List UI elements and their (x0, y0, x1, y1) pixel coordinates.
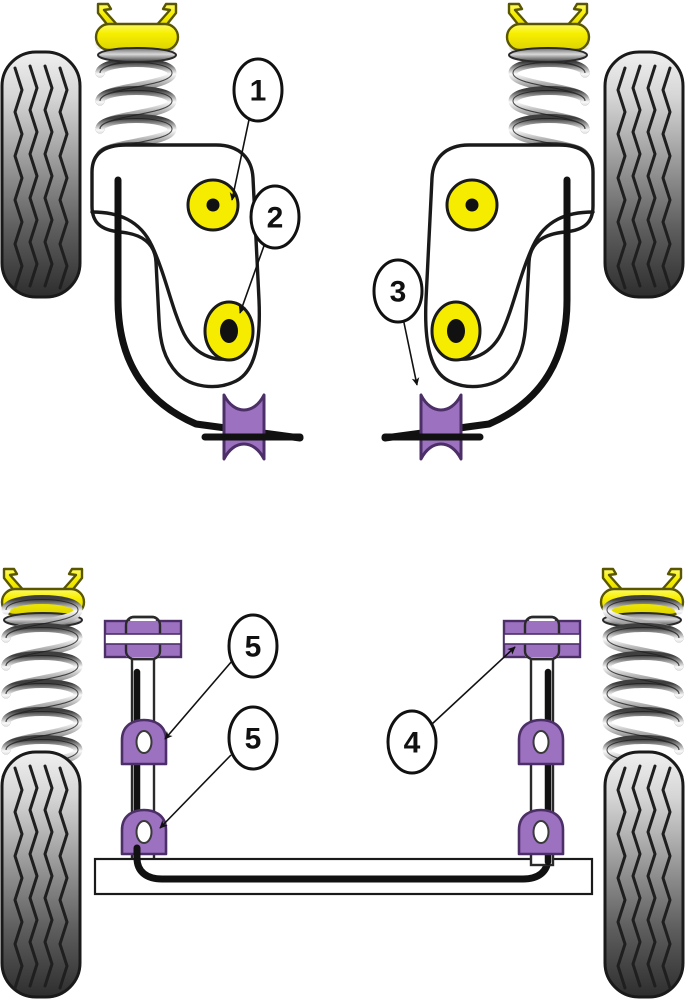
front-control-arm-inner-contour (90, 210, 238, 361)
front-control-arm-inner-contour (447, 210, 595, 361)
rear-droplink-top-mount (502, 615, 582, 661)
callout-5-lower-label: 5 (245, 723, 262, 756)
callout-4[interactable]: 4 (386, 646, 516, 775)
callout-2-bubble (249, 184, 301, 250)
front-right-assembly (381, 2, 685, 461)
callout-2[interactable]: 2 (238, 184, 301, 314)
anti-roll-bar (114, 176, 304, 442)
callout-5-lower-bubble (227, 705, 279, 771)
callout-5-upper[interactable]: 5 (164, 613, 279, 740)
callout-5-lower-leader (159, 754, 232, 829)
yellow-bush-lower-right (430, 300, 482, 362)
tyre (0, 750, 82, 999)
callout-1-label: 1 (250, 75, 267, 108)
callout-3-bubble (372, 258, 424, 324)
callout-5-upper-leader (164, 660, 233, 740)
front-left-assembly (0, 2, 304, 461)
callout-5-upper-bubble (227, 613, 279, 679)
callout-2-label: 2 (267, 202, 284, 235)
callout-4-leader (431, 646, 516, 725)
yellow-bush-upper-right (445, 178, 499, 232)
rear-droplink-upper-bush (517, 718, 565, 766)
yellow-bush-upper-left (186, 178, 240, 232)
callout-4-label: 4 (404, 727, 421, 760)
callout-3[interactable]: 3 (372, 258, 424, 386)
callout-1-leader (229, 114, 251, 201)
callout-1[interactable]: 1 (229, 57, 284, 201)
tyre (0, 50, 82, 299)
rear-droplink-lower-bush (120, 808, 168, 856)
yellow-bush-lower-left (203, 300, 255, 362)
callout-3-label: 3 (390, 276, 407, 309)
tyre (603, 750, 685, 999)
tyre (603, 50, 685, 299)
callout-3-leader (402, 317, 420, 386)
callout-layer: 1 2 3 4 5 5 (159, 57, 516, 829)
callout-5-lower[interactable]: 5 (159, 705, 279, 829)
anti-roll-bar (381, 176, 571, 442)
rear-droplink-lower-bush (517, 808, 565, 856)
callout-1-bubble (232, 57, 284, 123)
rear-right-assembly (502, 567, 685, 999)
callout-5-upper-label: 5 (245, 631, 262, 664)
front-suspension-panel (0, 2, 685, 461)
rear-droplink-upper-bush (120, 718, 168, 766)
callout-2-leader (238, 242, 266, 314)
rear-droplink-top-mount (103, 615, 183, 661)
callout-4-bubble (386, 709, 438, 775)
rear-anti-roll-bar (133, 844, 552, 883)
rear-suspension-panel (0, 567, 685, 999)
rear-left-assembly (0, 567, 183, 999)
